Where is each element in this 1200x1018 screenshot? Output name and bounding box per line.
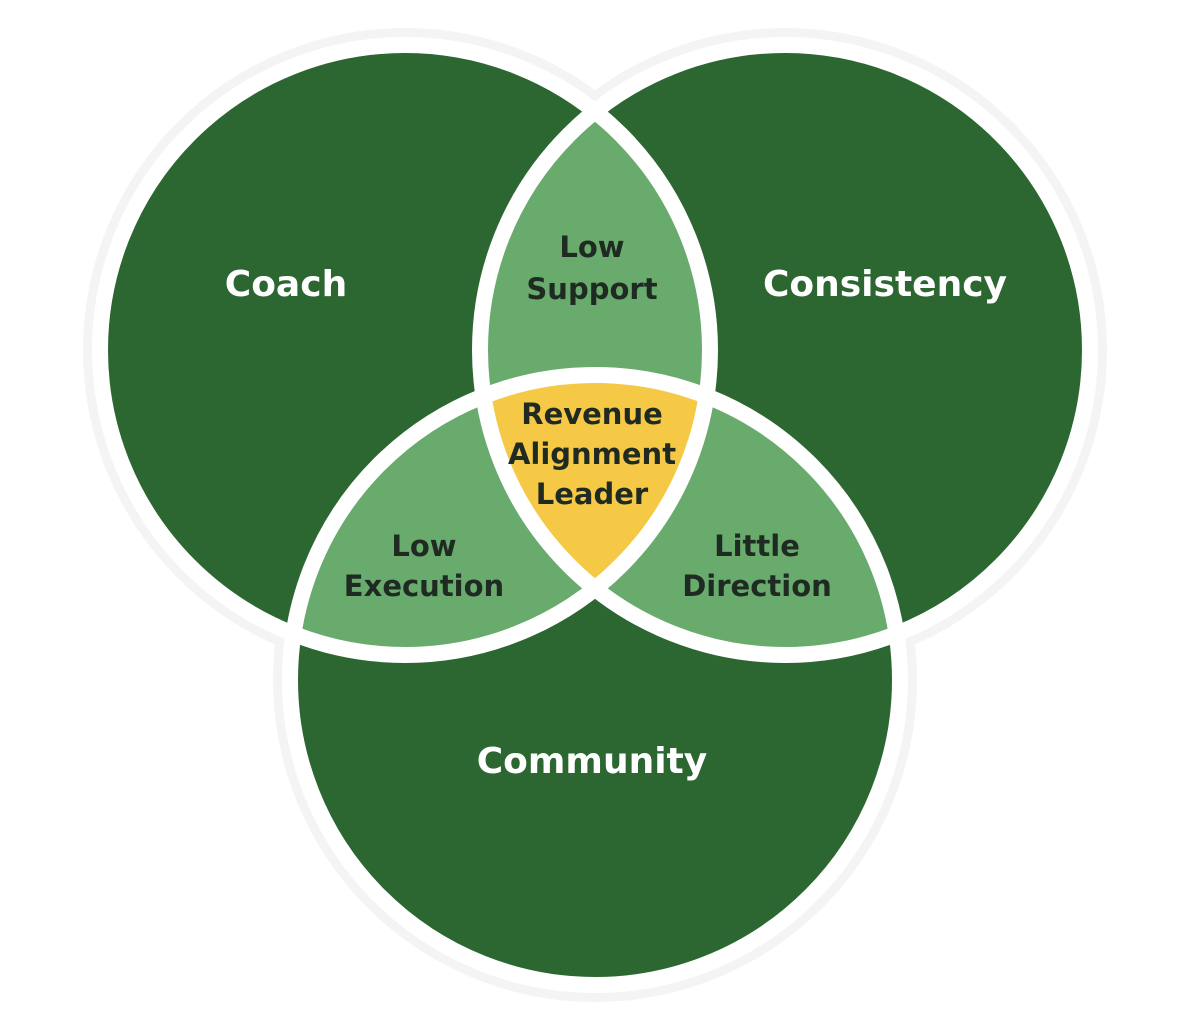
low-support-label-line2: Support: [526, 272, 657, 306]
little-direction-label-line1: Little: [714, 529, 800, 563]
low-execution-overlap: [290, 375, 710, 655]
low-execution-label-line1: Low: [391, 529, 456, 563]
low-support-label-line1: Low: [559, 230, 624, 264]
center-label-line1: Revenue: [521, 397, 663, 431]
center-label-line3: Leader: [536, 477, 649, 511]
community-label: Community: [477, 741, 707, 782]
little-direction-label-line2: Direction: [682, 569, 832, 603]
center-label-line2: Alignment: [508, 437, 676, 471]
little-direction-overlap: [480, 375, 900, 655]
circle-borders: [92, 37, 1098, 993]
low-execution-label-line2: Execution: [344, 569, 504, 603]
coach-label: Coach: [225, 264, 347, 305]
consistency-label: Consistency: [763, 264, 1007, 305]
